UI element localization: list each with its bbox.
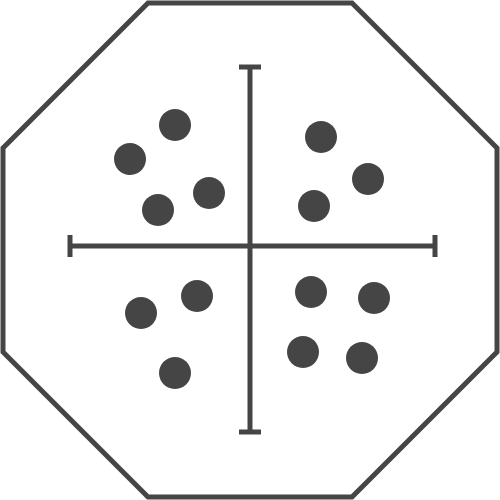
dot bbox=[193, 177, 225, 209]
dot bbox=[352, 163, 384, 195]
dot bbox=[181, 280, 213, 312]
dot bbox=[358, 282, 390, 314]
dot bbox=[305, 121, 337, 153]
quadrant-bottom-right bbox=[287, 276, 390, 374]
dot bbox=[346, 342, 378, 374]
quadrant-bottom-left bbox=[125, 280, 213, 389]
dot bbox=[159, 357, 191, 389]
dot bbox=[287, 336, 319, 368]
dot bbox=[298, 190, 330, 222]
dot bbox=[295, 276, 327, 308]
dot bbox=[142, 194, 174, 226]
dot bbox=[114, 143, 146, 175]
quadrant-top-right bbox=[298, 121, 384, 222]
quadrant-top-left bbox=[114, 109, 225, 226]
dot bbox=[125, 297, 157, 329]
crosshair bbox=[67, 64, 438, 435]
dot bbox=[159, 109, 191, 141]
